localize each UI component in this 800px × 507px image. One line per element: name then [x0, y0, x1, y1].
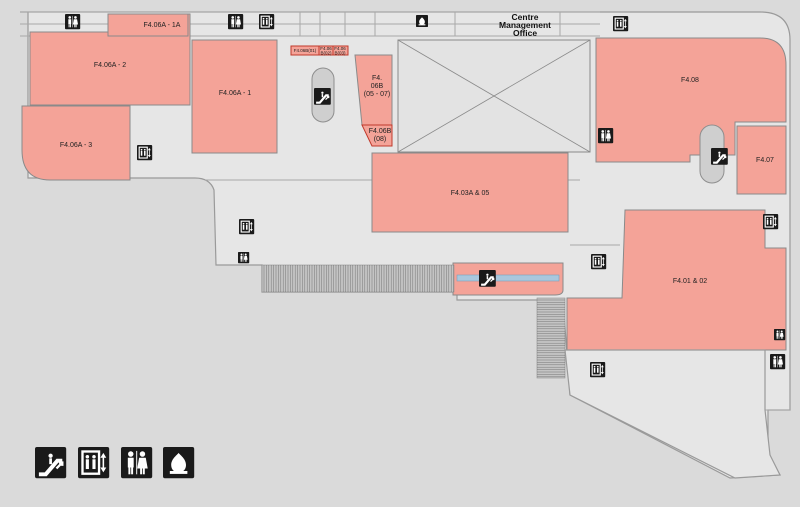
unit-label: F4.06B(01) — [294, 48, 317, 53]
unit-label: F4.08 — [681, 77, 699, 84]
unit-f4-07[interactable] — [736, 125, 787, 195]
unit-label: B(03) — [334, 51, 346, 56]
toilet-icon[interactable] — [228, 14, 244, 30]
unit-f4-06a-3[interactable] — [21, 105, 131, 181]
office-label: Office — [513, 28, 537, 38]
unit-label: F4.06 — [334, 46, 346, 51]
toilet-icon — [121, 447, 153, 479]
stair-treads — [537, 299, 565, 377]
lower-walkway — [564, 349, 781, 479]
unit-label: (08) — [374, 136, 386, 143]
lift-icon[interactable] — [136, 144, 153, 161]
unit-label: 06B — [371, 83, 384, 90]
unit-label: F4.03A & 05 — [451, 190, 490, 197]
prayer-room-icon — [163, 447, 195, 479]
unit-label: F4.06A - 3 — [60, 142, 92, 149]
escalator-icon[interactable] — [478, 269, 497, 288]
escalator-icon[interactable] — [710, 147, 729, 166]
toilet-icon[interactable] — [238, 252, 250, 264]
lift-icon — [76, 445, 111, 480]
unit-label: F4.06A - 2 — [94, 62, 126, 69]
toilet-icon[interactable] — [65, 14, 81, 30]
lift-icon[interactable] — [612, 15, 629, 32]
lift-icon[interactable] — [590, 253, 607, 270]
unit-label: F4.06 — [320, 46, 332, 51]
unit-f4-06b-03[interactable] — [332, 45, 349, 56]
staircase — [536, 297, 566, 379]
unit-f4-06a-1[interactable] — [191, 39, 278, 154]
unit-label: B(02) — [320, 51, 332, 56]
legend — [33, 445, 195, 480]
office-label: Management — [499, 20, 551, 30]
escalator-icon — [33, 445, 68, 480]
toilet-icon[interactable] — [598, 128, 614, 144]
stair-treads — [263, 265, 454, 292]
prayer-room-icon[interactable] — [416, 15, 428, 27]
toilet-icon[interactable] — [774, 329, 786, 341]
unit-f4-03a-05[interactable] — [371, 152, 569, 233]
lift-icon[interactable] — [258, 13, 275, 30]
lift-icon[interactable] — [238, 218, 255, 235]
escalator-flight — [261, 264, 455, 293]
unit-label: F4.06B — [369, 128, 392, 135]
lift-icon[interactable] — [762, 213, 779, 230]
unit-f4-06a-1a[interactable] — [107, 13, 189, 37]
unit-label: F4.06A - 1A — [144, 22, 181, 29]
unit-f4-06b-08[interactable] — [361, 124, 393, 147]
unit-label: F4.01 & 02 — [673, 278, 707, 285]
escalator-icon[interactable] — [313, 87, 332, 106]
void-cross — [397, 39, 591, 153]
unit-f4-08[interactable] — [595, 37, 787, 163]
unit-label: (05 - 07) — [364, 91, 390, 98]
unit-label: F4.06A - 1 — [219, 90, 251, 97]
travelator — [456, 274, 560, 282]
unit-f4-06b[interactable] — [354, 54, 393, 126]
lift-icon[interactable] — [589, 361, 606, 378]
unit-label: F4.07 — [756, 157, 774, 164]
toilet-icon[interactable] — [770, 354, 786, 370]
unit-label: F4. — [372, 75, 382, 82]
office-label: Centre — [512, 12, 539, 22]
